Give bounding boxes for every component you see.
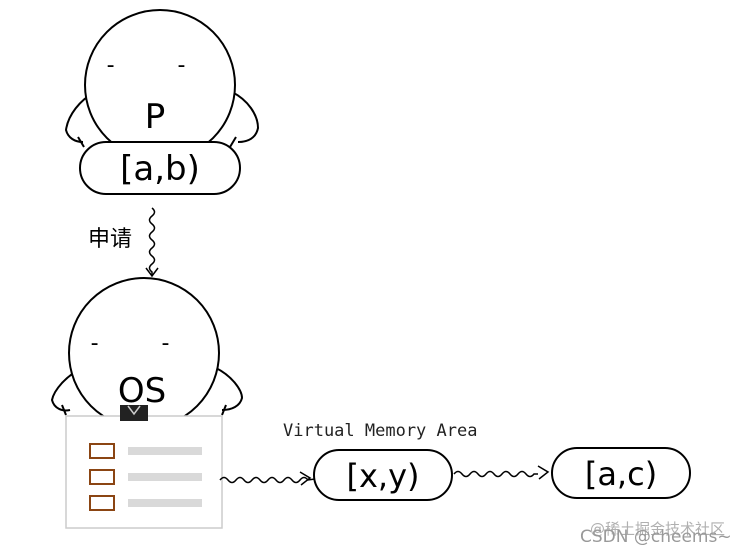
- vma-box-1: [x,y): [313, 449, 453, 501]
- vma-link-1: [219, 471, 323, 486]
- vma-caption: Virtual Memory Area: [283, 421, 477, 441]
- request-arrow: 申请: [88, 207, 159, 278]
- vma-box-1-label: [x,y): [346, 457, 419, 495]
- process-character: - - P [a,b): [64, 9, 260, 195]
- vma-box-2-label: [a,c): [585, 455, 657, 493]
- bookmark-clip-icon: [120, 405, 148, 421]
- process-range-box: [79, 141, 241, 195]
- os-right-arm: [215, 367, 244, 411]
- process-name: P: [145, 97, 166, 137]
- request-arrowhead: [145, 267, 159, 278]
- request-squiggle: [148, 207, 156, 276]
- process-range-label: [a,b): [120, 149, 200, 189]
- os-name: OS: [118, 371, 166, 411]
- watermark-csdn: CSDN @cheems~: [580, 527, 732, 547]
- vma-list: [89, 443, 202, 511]
- os-character: - - OS: [50, 277, 244, 529]
- right-arm: [231, 91, 260, 143]
- vma-link-2: [453, 465, 550, 480]
- os-eyes: - -: [91, 331, 198, 356]
- process-head: [84, 9, 236, 161]
- list-item: [89, 495, 202, 511]
- request-label: 申请: [88, 227, 132, 252]
- list-item: [89, 469, 202, 485]
- left-arm: [64, 91, 96, 143]
- list-item: [89, 443, 202, 459]
- vma-box-2: [a,c): [551, 447, 691, 499]
- watermark-juejin: @稀土掘金技术社区: [590, 520, 725, 538]
- process-eyes: - -: [107, 53, 214, 78]
